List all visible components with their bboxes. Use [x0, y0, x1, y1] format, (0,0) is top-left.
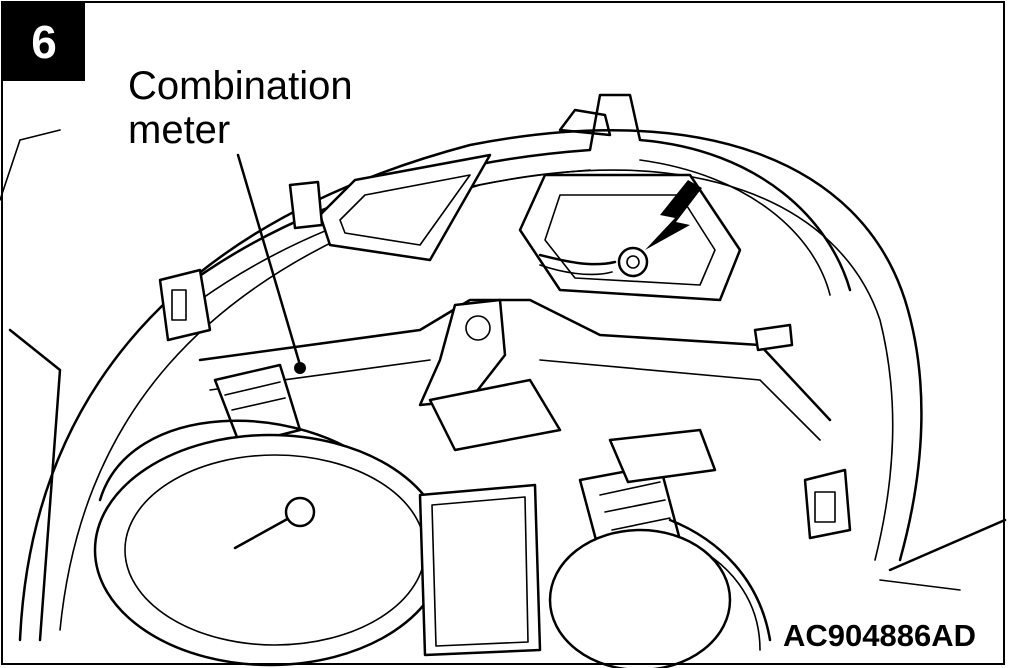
pointer-arrow	[645, 180, 702, 250]
ground-wire-lower	[539, 264, 613, 276]
needle-hub	[284, 496, 316, 528]
right-block	[608, 428, 717, 484]
combination-meter-label: Combination meter	[128, 64, 353, 152]
center-display	[418, 483, 542, 657]
center-bracket-hole	[465, 315, 491, 341]
step-number-badge: 6	[3, 3, 85, 81]
ground-wire	[538, 253, 617, 266]
bolt-recess-inner	[544, 194, 716, 286]
left-connector-detail	[224, 381, 286, 411]
figure-reference-code: AC904886AD	[783, 618, 976, 653]
right-panel-edge	[888, 518, 1007, 572]
right-lower-edge	[879, 579, 961, 591]
left-stroke	[0, 129, 61, 201]
ground-bolt-center	[626, 255, 640, 269]
dash-outer-arc	[18, 129, 923, 642]
left-panel-edge	[8, 328, 62, 642]
center-display-inner	[431, 496, 529, 647]
right-clip-slot	[814, 491, 836, 523]
right-clip	[803, 468, 852, 540]
left-clip	[158, 268, 212, 342]
right-top-slot	[753, 323, 794, 352]
center-connector	[428, 378, 562, 452]
ground-bolt	[617, 246, 649, 278]
dash-inner-arc	[59, 169, 894, 631]
callout-leader-line	[236, 153, 302, 367]
tachometer-face	[548, 528, 732, 668]
vent-inner	[339, 174, 471, 246]
mount-tab-top	[558, 108, 612, 137]
left-clip-slot	[171, 289, 187, 321]
right-harness	[668, 518, 772, 642]
upper-left-clip	[288, 180, 324, 230]
callout-leader-dot	[294, 362, 306, 374]
vent-opening	[318, 153, 492, 262]
right-connector-detail	[599, 481, 671, 531]
